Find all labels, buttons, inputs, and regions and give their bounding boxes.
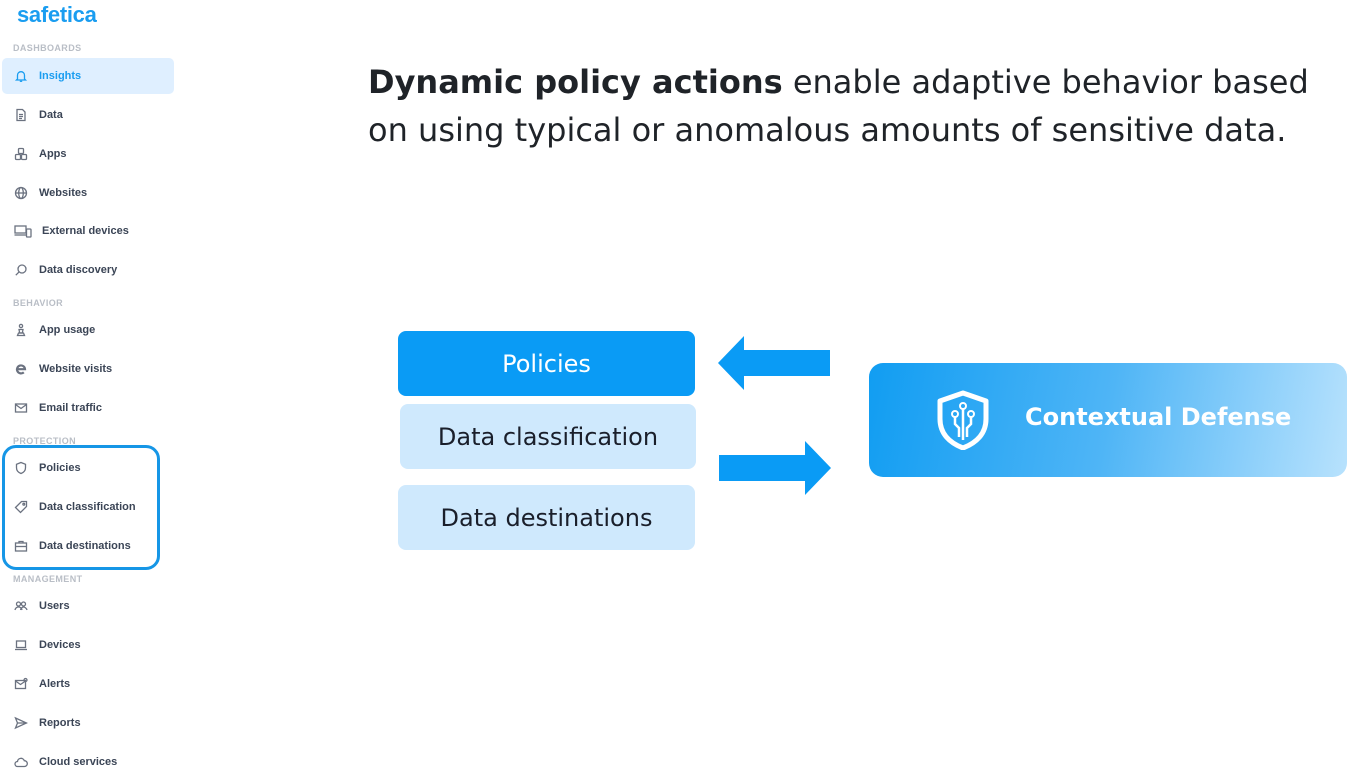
sidebar-item-label: Email traffic <box>39 402 102 414</box>
document-icon <box>14 108 28 122</box>
sidebar: safetica DASHBOARDS Insights Data Apps W <box>0 0 180 782</box>
search-icon <box>14 263 28 277</box>
sidebar-item-insights[interactable]: Insights <box>2 58 174 94</box>
sidebar-item-users[interactable]: Users <box>2 588 174 624</box>
sidebar-item-data-discovery[interactable]: Data discovery <box>2 252 174 288</box>
contextual-defense-label: Contextual Defense <box>1025 403 1292 431</box>
laptop-icon <box>14 638 28 652</box>
sidebar-item-label: External devices <box>42 225 129 237</box>
sidebar-item-label: App usage <box>39 324 96 336</box>
shield-circuit-icon <box>937 390 989 450</box>
sidebar-item-label: Devices <box>39 639 81 651</box>
sidebar-item-apps[interactable]: Apps <box>2 136 174 172</box>
sidebar-item-label: Website visits <box>39 363 113 375</box>
sidebar-item-label: Insights <box>39 70 82 82</box>
envelope-icon <box>14 401 28 415</box>
sidebar-item-data-destinations[interactable]: Data destinations <box>2 528 174 564</box>
section-label-protection: PROTECTION <box>13 436 77 446</box>
data-classification-box: Data classification <box>400 404 696 469</box>
cloud-icon <box>14 755 28 769</box>
devices-icon <box>14 224 32 238</box>
sidebar-item-label: Reports <box>39 717 81 729</box>
sidebar-item-label: Users <box>39 600 70 612</box>
globe-icon <box>14 186 28 200</box>
headline-rest: enable adaptive behavior based on using … <box>368 63 1309 149</box>
sidebar-item-external-devices[interactable]: External devices <box>2 213 174 249</box>
users-icon <box>14 599 28 613</box>
sidebar-item-website-visits[interactable]: Website visits <box>2 351 174 387</box>
section-label-management: MANAGEMENT <box>13 574 83 584</box>
chess-icon <box>14 323 28 337</box>
arrow-right-icon <box>719 441 831 495</box>
browser-e-icon <box>14 362 28 376</box>
arrow-left-icon <box>718 336 830 390</box>
briefcase-icon <box>14 539 28 553</box>
sidebar-item-data-classification[interactable]: Data classification <box>2 489 174 525</box>
sidebar-item-email-traffic[interactable]: Email traffic <box>2 390 174 426</box>
sidebar-item-label: Policies <box>39 462 81 474</box>
headline: Dynamic policy actions enable adaptive b… <box>368 58 1348 154</box>
sidebar-item-label: Data discovery <box>39 264 118 276</box>
sidebar-item-label: Cloud services <box>39 756 118 768</box>
sidebar-item-data[interactable]: Data <box>2 97 174 133</box>
policies-box: Policies <box>398 331 695 396</box>
safetica-logo[interactable]: safetica <box>17 2 97 27</box>
contextual-defense-box: Contextual Defense <box>869 363 1347 477</box>
section-label-behavior: BEHAVIOR <box>13 298 64 308</box>
tag-icon <box>14 500 28 514</box>
sidebar-item-devices[interactable]: Devices <box>2 627 174 663</box>
bell-icon <box>14 69 28 83</box>
cubes-icon <box>14 147 28 161</box>
sidebar-item-app-usage[interactable]: App usage <box>2 312 174 348</box>
sidebar-item-label: Websites <box>39 187 88 199</box>
sidebar-item-policies[interactable]: Policies <box>2 450 174 486</box>
sidebar-item-label: Alerts <box>39 678 71 690</box>
shield-icon <box>14 461 28 475</box>
mail-alert-icon <box>14 677 28 691</box>
sidebar-item-cloud-services[interactable]: Cloud services <box>2 744 174 780</box>
headline-bold: Dynamic policy actions <box>368 63 783 101</box>
sidebar-item-label: Data classification <box>39 501 136 513</box>
sidebar-item-reports[interactable]: Reports <box>2 705 174 741</box>
sidebar-item-label: Data destinations <box>39 540 131 552</box>
data-destinations-box: Data destinations <box>398 485 695 550</box>
sidebar-item-websites[interactable]: Websites <box>2 175 174 211</box>
section-label-dashboards: DASHBOARDS <box>13 43 82 53</box>
send-icon <box>14 716 28 730</box>
sidebar-item-label: Apps <box>39 148 67 160</box>
sidebar-item-label: Data <box>39 109 63 121</box>
sidebar-item-alerts[interactable]: Alerts <box>2 666 174 702</box>
